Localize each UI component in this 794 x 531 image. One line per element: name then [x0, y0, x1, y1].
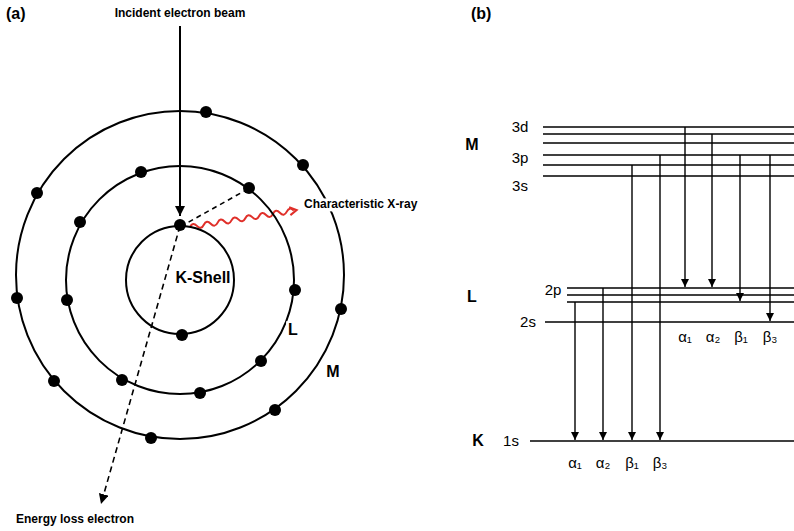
- shell-label: M: [324, 363, 341, 381]
- xray-label: Characteristic X-ray: [303, 198, 418, 211]
- shell-circle: [16, 111, 344, 439]
- shell-name: K: [471, 432, 485, 450]
- orbital-label: 3s: [511, 178, 529, 195]
- shell-label: L: [286, 321, 300, 339]
- transition-arrows: [575, 127, 770, 440]
- panel-letter: (b): [470, 5, 492, 23]
- shell-name: M: [464, 136, 479, 154]
- shell-label: K-Shell: [173, 269, 232, 287]
- electron-label: Energy loss electron: [15, 513, 135, 526]
- m-shell: MLK-Shell: [15, 110, 345, 440]
- line-label: β₃: [652, 455, 669, 472]
- k-shell: K-Shell: [125, 225, 235, 335]
- incident-beam-arrow: [179, 26, 181, 216]
- line-label: β₃: [762, 329, 779, 346]
- orbital-label: 3p: [511, 150, 530, 167]
- panel-letter: (a): [5, 5, 27, 23]
- l-shell: LK-Shell: [65, 165, 295, 395]
- orbital-label: 2s: [519, 314, 537, 331]
- electron-dots: [11, 106, 347, 444]
- line-label: α₁: [677, 329, 693, 346]
- line-label: β₁: [733, 329, 749, 346]
- electron-transition: [187, 189, 248, 223]
- energy-loss-path: [101, 226, 180, 504]
- orbital-label: 3d: [511, 119, 530, 136]
- energy-levels: [530, 127, 794, 441]
- shell-circle: [126, 226, 234, 334]
- shell-name: L: [466, 288, 478, 306]
- shell-circle: [66, 166, 294, 394]
- line-label: β₁: [624, 455, 640, 472]
- beam-label: Incident electron beam: [114, 7, 247, 20]
- orbital-label: 1s: [502, 433, 520, 450]
- orbital-label: 2p: [544, 282, 563, 299]
- line-label: α₁: [567, 455, 583, 472]
- line-label: α₂: [705, 329, 722, 346]
- line-label: α₂: [595, 455, 612, 472]
